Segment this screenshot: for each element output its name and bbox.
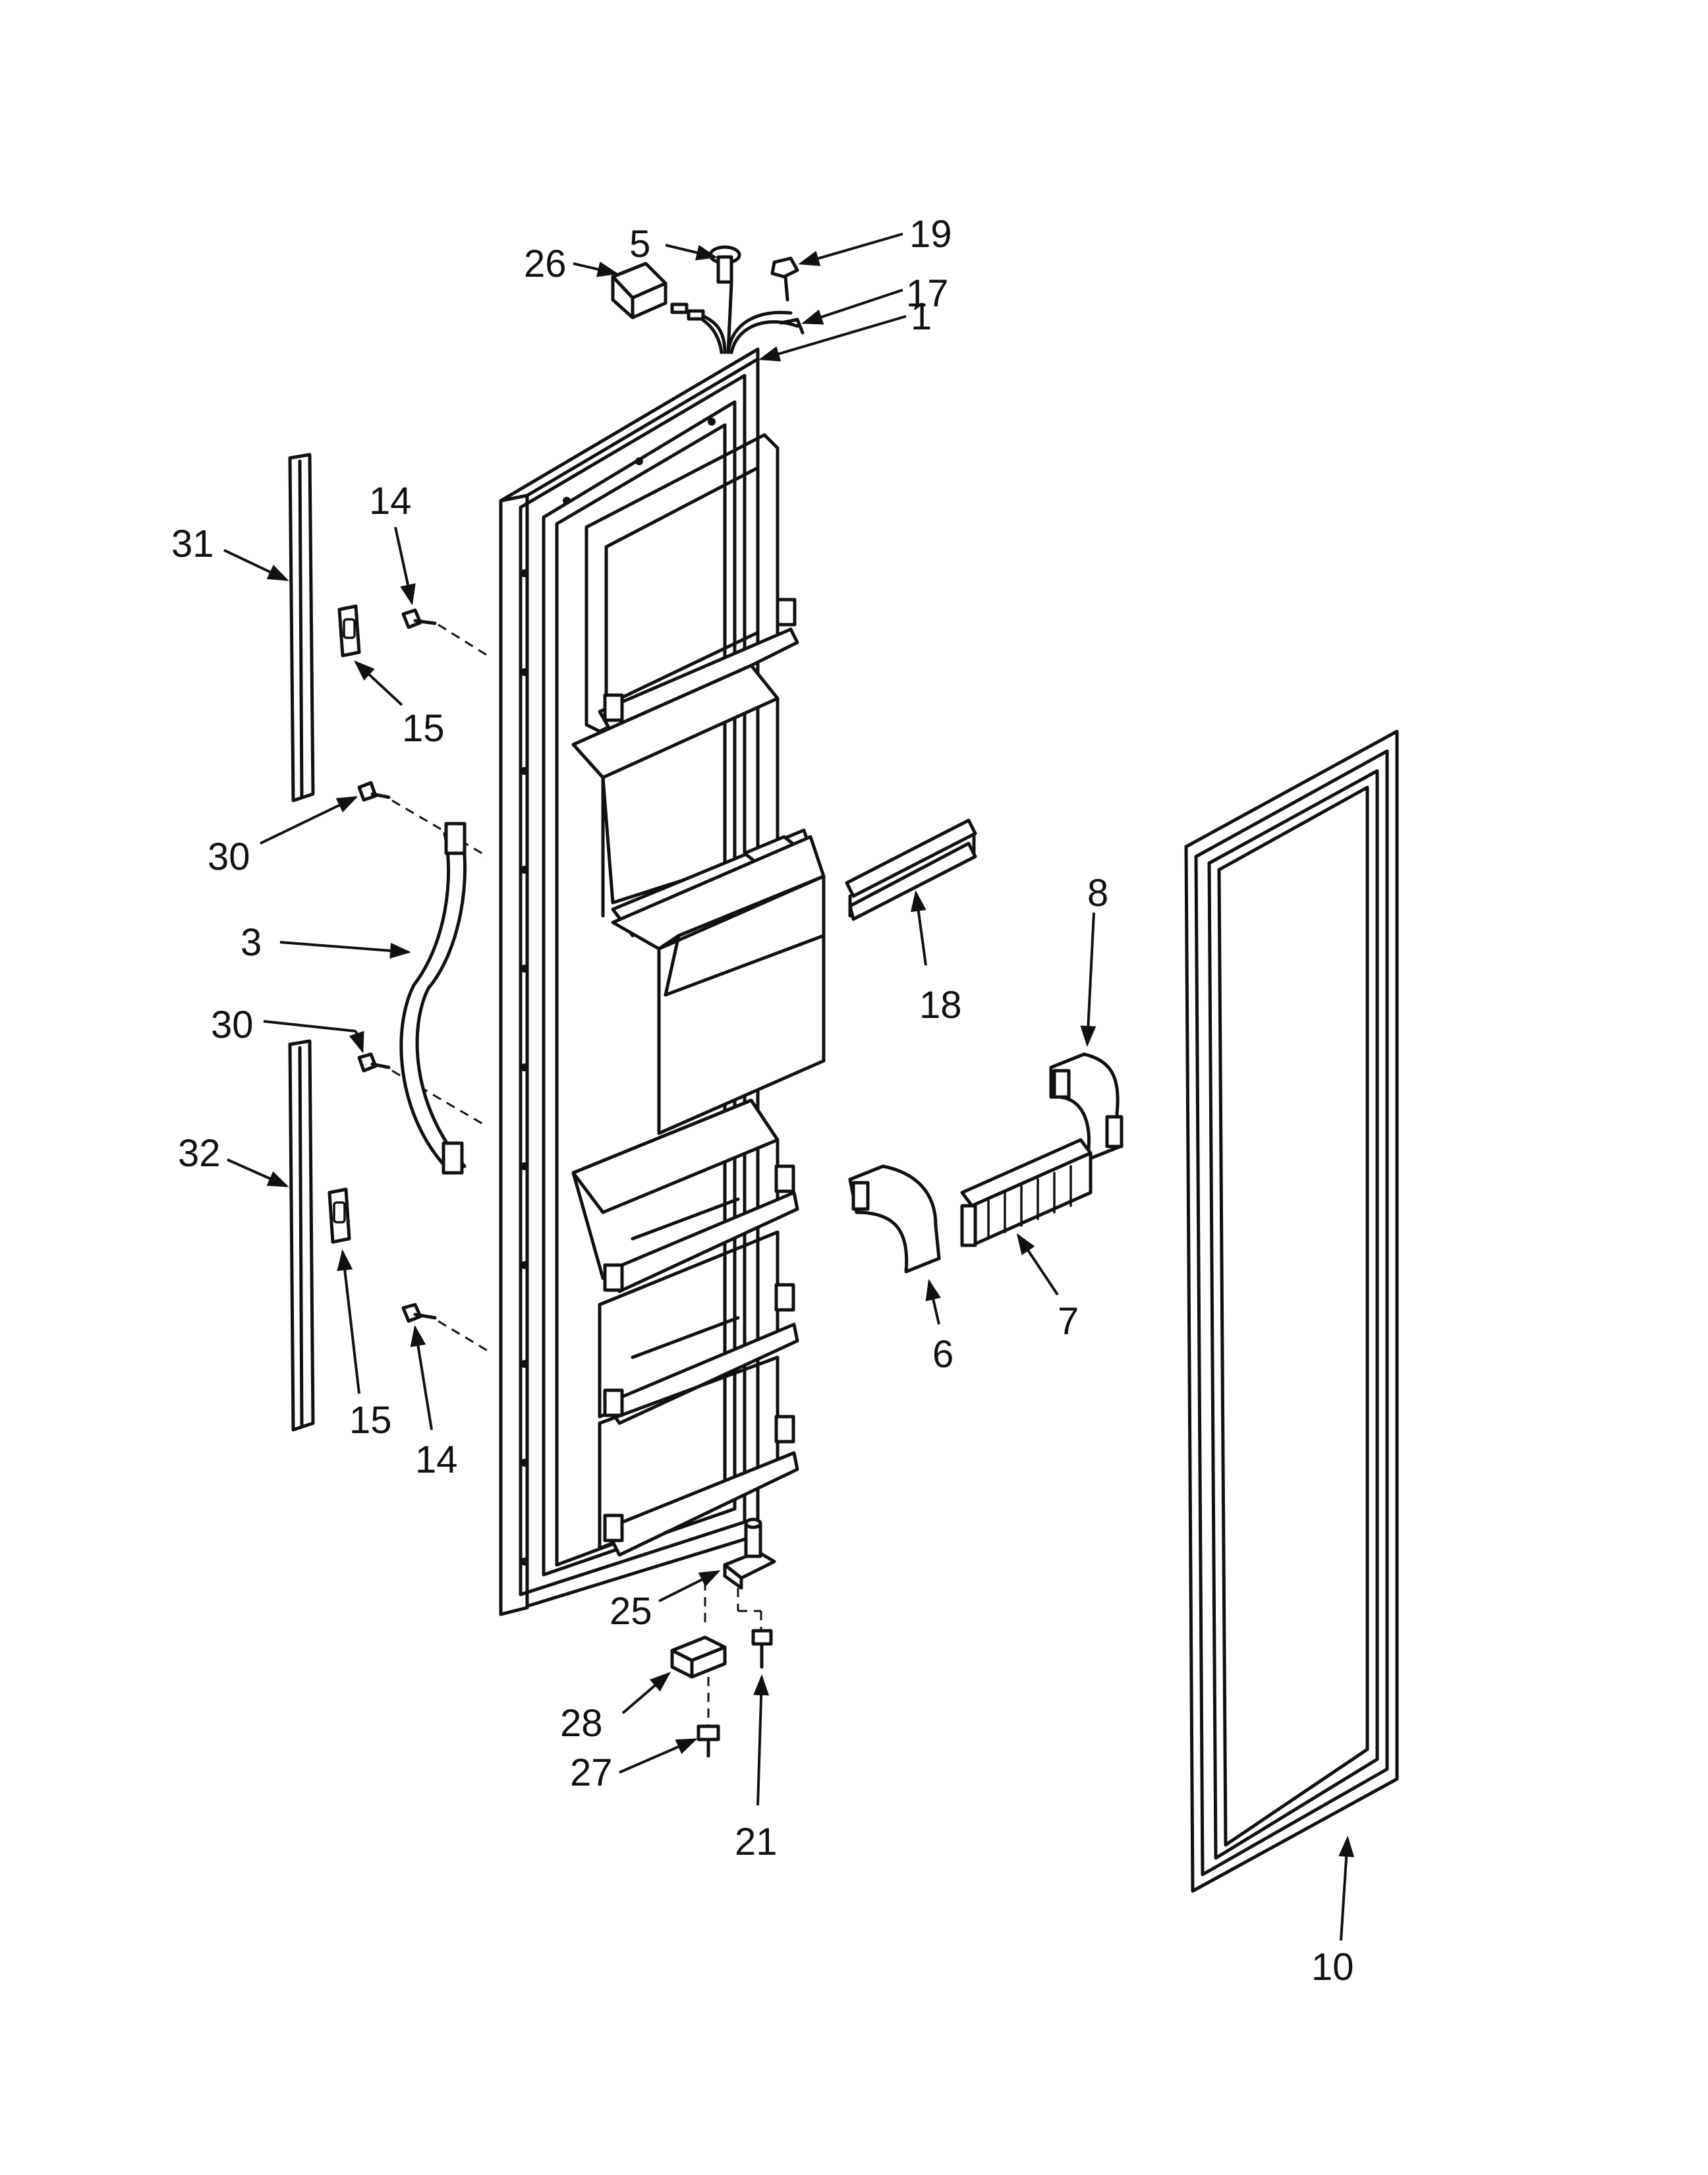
screw-19	[770, 256, 799, 302]
screw-27	[697, 1724, 720, 1758]
callout-15-lower: 15	[349, 1399, 392, 1442]
callout-3: 3	[241, 921, 262, 964]
callout-10: 10	[1311, 1946, 1354, 1989]
screw-30-upper	[357, 781, 488, 858]
callout-28: 28	[560, 1702, 603, 1745]
screw-14-upper	[401, 608, 488, 657]
callout-32: 32	[178, 1132, 221, 1175]
trim-strip-upper	[288, 453, 315, 803]
hinge-bushing-25	[723, 1517, 776, 1590]
hinge-block-28	[670, 1635, 727, 1679]
door-screw-holes	[521, 418, 716, 1566]
bin-end-cap-right	[1049, 1052, 1124, 1162]
trim-clip-upper	[337, 604, 361, 658]
callout-21: 21	[735, 1821, 778, 1863]
callout-30-lower: 30	[211, 1003, 254, 1046]
wire-clip	[779, 318, 805, 335]
callout-7: 7	[1058, 1300, 1079, 1343]
callout-14-lower: 14	[415, 1438, 458, 1481]
leader-lines	[223, 233, 1355, 1941]
door-handle	[399, 822, 467, 1175]
callout-25: 25	[610, 1590, 652, 1633]
callout-31: 31	[171, 523, 214, 565]
lower-door-bins	[571, 1098, 799, 1557]
screw-21	[751, 1629, 773, 1669]
wire-connector	[611, 262, 668, 320]
callout-17: 17	[906, 272, 949, 315]
callout-5: 5	[629, 223, 650, 266]
screw-14-lower	[401, 1303, 488, 1352]
door-assembly	[499, 281, 826, 1616]
callout-6: 6	[932, 1333, 954, 1376]
shelf-trim-18	[845, 818, 977, 921]
trim-clip-lower	[327, 1187, 351, 1244]
callout-30-upper: 30	[208, 835, 250, 878]
callout-27: 27	[570, 1751, 613, 1794]
dispenser-housing	[611, 835, 826, 1135]
callout-15-upper: 15	[402, 707, 445, 750]
bin-rail	[960, 1138, 1093, 1247]
trim-strip-lower	[288, 1039, 315, 1432]
door-gasket	[1184, 729, 1399, 1893]
bin-rail-slots	[987, 1165, 1072, 1240]
callout-19: 19	[909, 213, 952, 256]
callout-labels: 1 3 5 6 7 8 10 14 14 15 15 17 18 19 21 2…	[171, 213, 1354, 1989]
wire-harness	[670, 281, 799, 354]
callout-14-upper: 14	[369, 480, 412, 523]
upper-door-bin	[584, 433, 799, 737]
door-switch-plug	[708, 245, 741, 284]
callout-1: 1	[911, 295, 932, 338]
bin-end-cap-left	[848, 1164, 941, 1274]
callout-8: 8	[1087, 872, 1108, 915]
callout-26: 26	[524, 242, 567, 285]
callout-18: 18	[919, 984, 962, 1027]
